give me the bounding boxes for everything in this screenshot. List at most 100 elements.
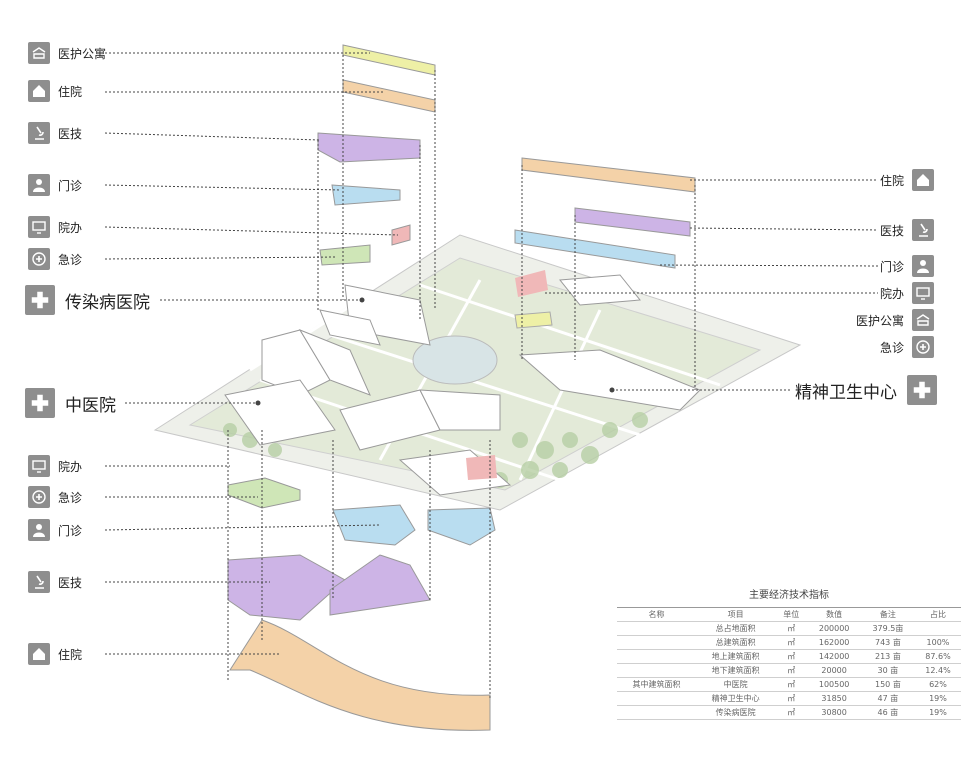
label-text: 医护公寓 xyxy=(856,313,905,328)
table-cell xyxy=(617,635,697,650)
slab-emergency xyxy=(319,244,371,266)
site-accent-pink-right xyxy=(515,270,548,297)
label-text: 门诊 xyxy=(58,178,83,193)
label-text: 中医院 xyxy=(65,395,116,416)
label-left-staff-apartment: 医护公寓 xyxy=(28,42,106,64)
label-left-emergency: 急诊 xyxy=(28,248,82,270)
home-icon xyxy=(28,643,50,665)
label-tcm-hospital: 中医院 xyxy=(25,388,116,418)
site-accent-yellow-right xyxy=(514,311,553,329)
table-cell: 中医院 xyxy=(696,677,776,692)
leader-dots xyxy=(255,297,615,406)
table-header-cell: 备注 xyxy=(860,608,915,622)
emergency-icon xyxy=(28,248,50,270)
label-bottom-emergency: 急诊 xyxy=(28,486,82,508)
apartment-icon xyxy=(912,309,935,331)
leader-lines xyxy=(104,52,879,700)
label-mental-health-center: 精神卫生中心 xyxy=(795,375,937,405)
label-text: 住院 xyxy=(58,647,83,662)
doctor-icon xyxy=(28,519,50,541)
label-text: 门诊 xyxy=(880,259,905,274)
label-left-inpatient: 住院 xyxy=(28,80,82,102)
monitor-icon xyxy=(912,282,935,304)
table-cell xyxy=(617,649,697,664)
label-infectious-hospital: 传染病医院 xyxy=(25,285,150,315)
slab-bottom-emergency xyxy=(227,477,301,509)
table-header-cell: 项目 xyxy=(696,608,776,622)
table-cell: 30800 xyxy=(807,705,861,720)
label-text: 门诊 xyxy=(58,523,83,538)
table-cell: 46 亩 xyxy=(860,705,915,720)
table-header-cell: 数值 xyxy=(807,608,861,622)
label-bottom-admin: 院办 xyxy=(28,455,82,477)
slab-right-inpatient xyxy=(521,157,696,193)
label-bottom-outpatient: 门诊 xyxy=(28,519,82,541)
doctor-icon xyxy=(912,255,935,277)
table-cell: 31850 xyxy=(807,691,861,706)
label-text: 急诊 xyxy=(880,340,905,355)
table-cell: 379.5亩 xyxy=(860,621,915,636)
table-cell xyxy=(617,663,697,678)
table-cell: ㎡ xyxy=(775,663,808,678)
label-left-admin: 院办 xyxy=(28,216,82,238)
cross-icon xyxy=(907,375,937,405)
label-right-staff-apartment: 医护公寓 xyxy=(856,309,935,331)
label-text: 医技 xyxy=(58,126,83,141)
label-text: 急诊 xyxy=(58,490,83,505)
label-text: 住院 xyxy=(58,84,83,99)
table-cell: 精神卫生中心 xyxy=(696,691,776,706)
emergency-icon xyxy=(912,336,935,358)
label-bottom-inpatient: 住院 xyxy=(28,643,82,665)
table-cell: 142000 xyxy=(807,649,861,664)
cross-icon xyxy=(25,285,55,315)
label-right-outpatient: 门诊 xyxy=(880,255,935,277)
label-text: 传染病医院 xyxy=(65,292,150,313)
table-header-cell: 名称 xyxy=(617,608,697,622)
table-title: 主要经济技术指标 xyxy=(617,582,961,608)
table-cell: 200000 xyxy=(807,621,861,636)
table-cell: ㎡ xyxy=(775,691,808,706)
table-cell: 47 亩 xyxy=(860,691,915,706)
table-header-cell: 单位 xyxy=(775,608,808,622)
label-bottom-medtech: 医技 xyxy=(28,571,82,593)
slab-medtech xyxy=(317,132,421,163)
label-text: 医护公寓 xyxy=(58,46,107,61)
slab-right-outpatient xyxy=(514,229,676,269)
slab-bottom-medtech-left xyxy=(227,554,346,621)
table-cell xyxy=(617,705,697,720)
table-cell: 其中建筑面积 xyxy=(617,677,697,692)
microscope-icon xyxy=(912,219,935,241)
table-cell: ㎡ xyxy=(775,621,808,636)
table-cell: 总占地面积 xyxy=(696,621,776,636)
table-cell xyxy=(914,621,961,636)
microscope-icon xyxy=(28,122,50,144)
monitor-icon xyxy=(28,216,50,238)
table-cell: 地下建筑面积 xyxy=(696,663,776,678)
table-cell xyxy=(617,621,697,636)
label-text: 急诊 xyxy=(58,252,83,267)
table-cell: 162000 xyxy=(807,635,861,650)
table-cell: 20000 xyxy=(807,663,861,678)
table-cell: ㎡ xyxy=(775,677,808,692)
label-left-outpatient: 门诊 xyxy=(28,174,82,196)
home-icon xyxy=(28,80,50,102)
label-text: 住院 xyxy=(880,173,905,188)
apartment-icon xyxy=(28,42,50,64)
site-accent-pink-bottom xyxy=(466,455,497,480)
table-cell: ㎡ xyxy=(775,635,808,650)
table-cell: ㎡ xyxy=(775,649,808,664)
slab-inpatient xyxy=(342,79,436,113)
table-cell: 213 亩 xyxy=(860,649,915,664)
table-header-row: 名称 项目 单位 数值 备注 占比 xyxy=(617,608,961,622)
table-cell: 总建筑面积 xyxy=(696,635,776,650)
table-cell: 150 亩 xyxy=(860,677,915,692)
table-cell: ㎡ xyxy=(775,705,808,720)
table-cell: 100% xyxy=(914,635,961,650)
emergency-icon xyxy=(28,486,50,508)
